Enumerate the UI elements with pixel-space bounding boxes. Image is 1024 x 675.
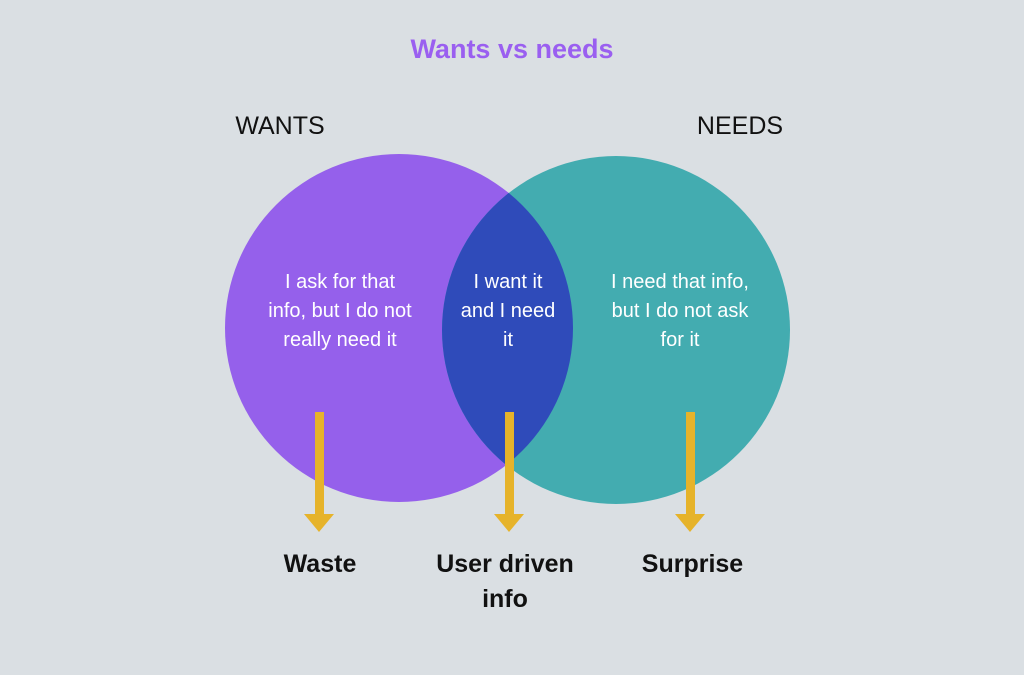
overlap-text: I want it and I need it — [460, 271, 556, 351]
overlap-region — [442, 156, 573, 502]
wants-only-text: I ask for that info, but I do not really… — [268, 271, 412, 351]
outcome-user-driven-info: User driven info — [436, 550, 574, 613]
needs-only-text: I need that info, but I do not ask for i… — [611, 271, 749, 351]
diagram-title: Wants vs needs — [410, 34, 614, 64]
arrow-down-icon — [675, 412, 705, 532]
outcome-surprise: Surprise — [641, 550, 744, 578]
needs-label: NEEDS — [696, 112, 784, 140]
arrow-down-icon — [494, 412, 524, 532]
outcome-waste: Waste — [283, 550, 357, 578]
arrow-down-icon — [304, 412, 334, 532]
wants-label: WANTS — [235, 112, 325, 140]
